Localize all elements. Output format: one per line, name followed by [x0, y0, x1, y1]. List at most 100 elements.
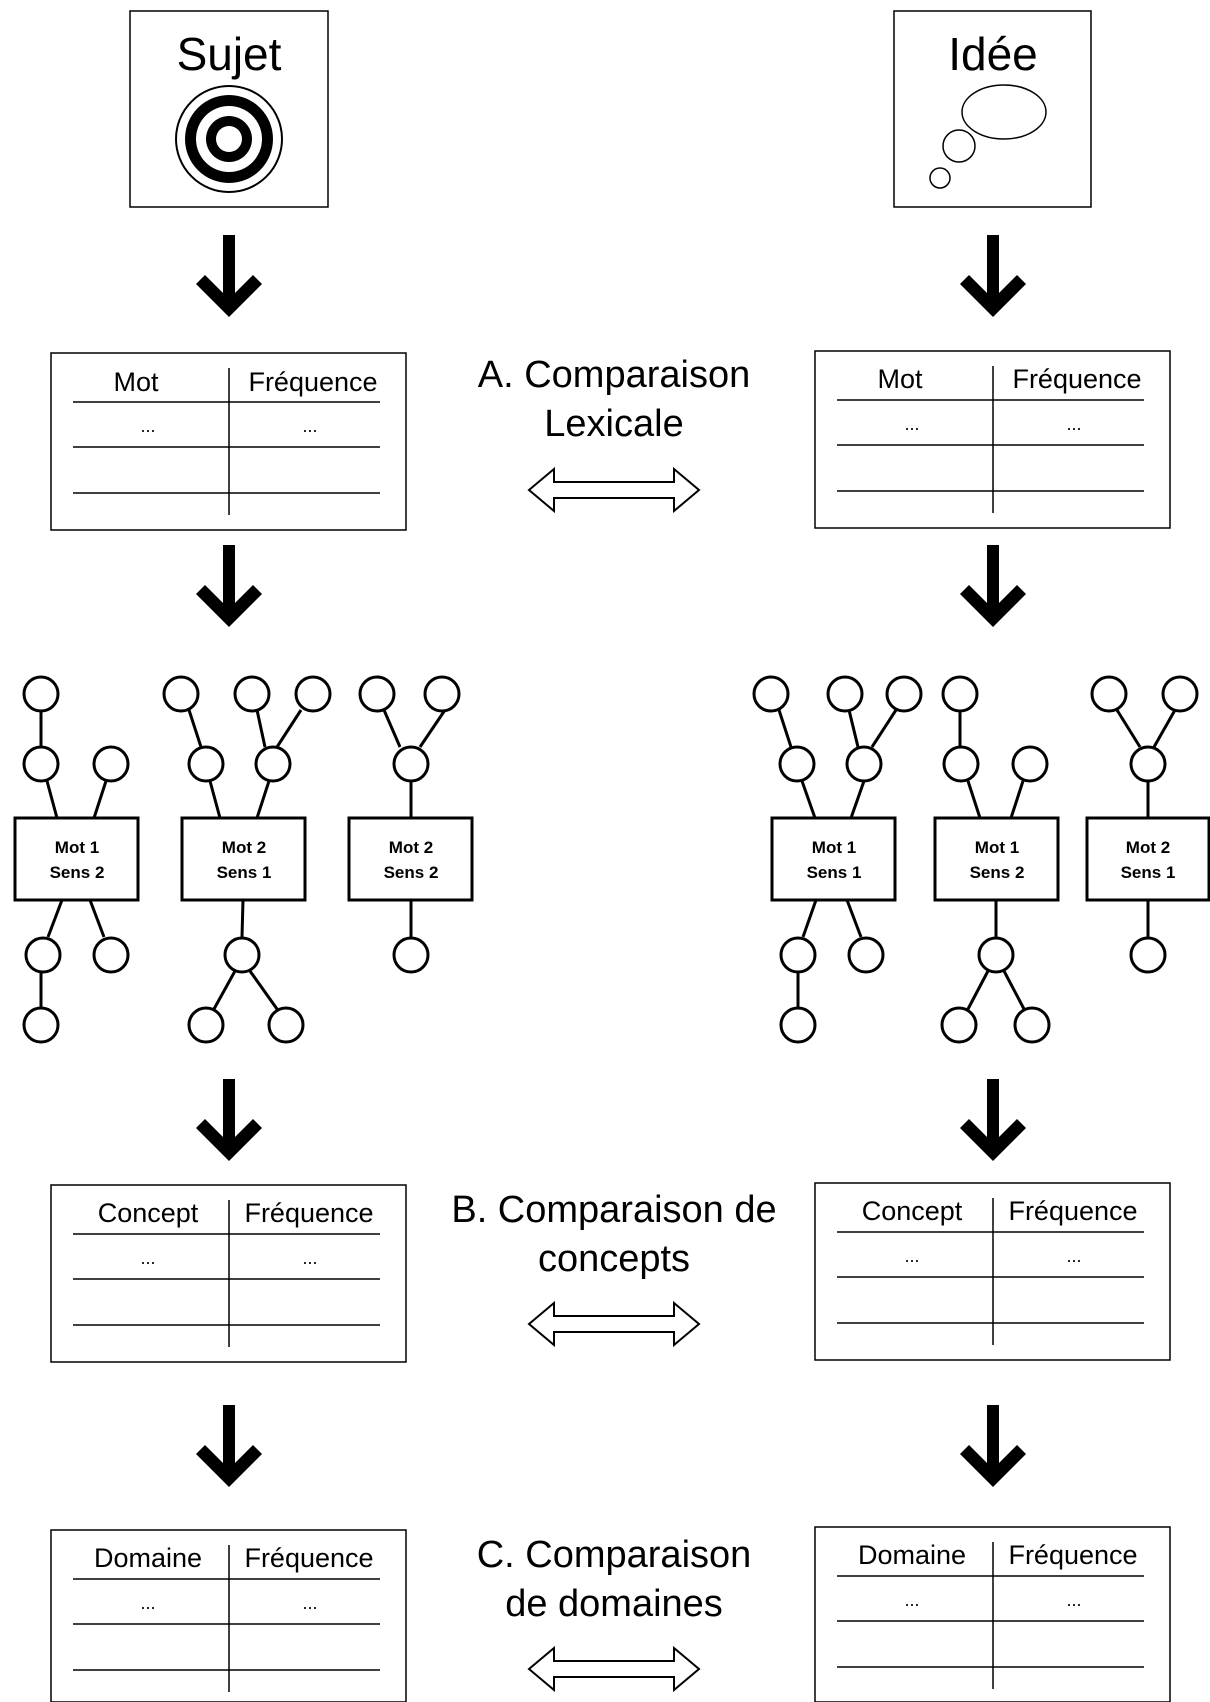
sense-node-sense: Sens 1 — [1121, 863, 1176, 882]
table-header-word: Mot — [877, 364, 923, 394]
sense-node: Mot 2 Sens 1 — [1085, 816, 1210, 902]
concept-node — [847, 936, 885, 974]
sense-node: Mot 2 Sens 1 — [180, 816, 307, 902]
concept-node — [779, 936, 817, 974]
down-arrow-icon — [196, 545, 262, 627]
concept-node — [22, 745, 60, 783]
table-header-frequency: Fréquence — [1012, 364, 1141, 394]
concept-node — [392, 936, 430, 974]
domain-table-right: Domaine Fréquence ... ... — [814, 1526, 1171, 1702]
down-arrow-icon — [196, 235, 262, 317]
double-arrow-icon — [528, 1647, 700, 1691]
comparison-domains: C. Comparaison de domaines — [477, 1534, 752, 1691]
table-header-frequency: Fréquence — [1008, 1540, 1137, 1570]
sense-node-sense: Sens 1 — [217, 863, 272, 882]
sense-node-sense: Sens 2 — [50, 863, 105, 882]
concept-table-right: Concept Fréquence ... ... — [814, 1182, 1171, 1361]
sense-node-word: Mot 2 — [389, 838, 433, 857]
concept-node — [223, 936, 261, 974]
concept-node — [233, 675, 271, 713]
table-cell: ... — [1066, 1590, 1081, 1610]
concept-node — [187, 1006, 225, 1044]
sense-node-sense: Sens 1 — [807, 863, 862, 882]
table-header-frequency: Fréquence — [1008, 1196, 1137, 1226]
sense-node-word: Mot 1 — [55, 838, 99, 857]
word-table-left: Mot Fréquence ... ... — [50, 352, 407, 531]
comparison-lexical-line2: Lexicale — [544, 403, 683, 445]
concept-node — [92, 936, 130, 974]
idea-label: Idée — [948, 28, 1038, 80]
concept-table-left: Concept Fréquence ... ... — [50, 1184, 407, 1363]
word-table-right: Mot Fréquence ... ... — [814, 350, 1171, 529]
semantic-graph-left: Mot 1 Sens 2 Mot 2 Sens 1 Mot 2 Sens 2 — [13, 675, 474, 1044]
target-icon — [175, 85, 283, 193]
concept-node — [1129, 745, 1167, 783]
sense-node-sense: Sens 2 — [384, 863, 439, 882]
down-arrow-icon — [960, 235, 1026, 317]
double-arrow-icon — [528, 1302, 700, 1346]
table-cell: ... — [1066, 414, 1081, 434]
table-header-frequency: Fréquence — [244, 1543, 373, 1573]
sense-node-word: Mot 1 — [812, 838, 856, 857]
thought-bubble-icon — [929, 84, 1047, 189]
down-arrow-icon — [196, 1405, 262, 1487]
concept-node — [267, 1006, 305, 1044]
comparison-concepts-line2: concepts — [538, 1238, 690, 1280]
idea-box: Idée — [893, 10, 1092, 208]
sense-node-word: Mot 2 — [222, 838, 266, 857]
table-header-domain: Domaine — [858, 1540, 966, 1570]
down-arrow-icon — [196, 1079, 262, 1161]
table-header-concept: Concept — [862, 1196, 963, 1226]
concept-node — [845, 745, 883, 783]
sense-node: Mot 2 Sens 2 — [347, 816, 474, 902]
comparison-domains-line1: C. Comparaison — [477, 1534, 752, 1576]
concept-node — [22, 1006, 60, 1044]
concept-node — [24, 936, 62, 974]
table-header-concept: Concept — [98, 1198, 199, 1228]
concept-node — [1090, 675, 1128, 713]
table-cell: ... — [1066, 1246, 1081, 1266]
table-cell: ... — [904, 1590, 919, 1610]
table-header-word: Mot — [113, 367, 159, 397]
comparison-concepts-line1: B. Comparaison de — [451, 1189, 776, 1231]
down-arrow-icon — [960, 1405, 1026, 1487]
comparison-lexical: A. Comparaison Lexicale — [478, 354, 750, 512]
concept-node — [1129, 936, 1167, 974]
concept-node — [423, 675, 461, 713]
subject-label: Sujet — [177, 28, 282, 80]
table-cell: ... — [904, 414, 919, 434]
table-header-frequency: Fréquence — [244, 1198, 373, 1228]
concept-node — [187, 745, 225, 783]
sense-node-word: Mot 1 — [975, 838, 1019, 857]
comparison-lexical-line1: A. Comparaison — [478, 354, 750, 396]
concept-node — [779, 1006, 817, 1044]
concept-node — [22, 675, 60, 713]
concept-node — [254, 745, 292, 783]
concept-node — [826, 675, 864, 713]
down-arrow-icon — [960, 1079, 1026, 1161]
sense-node: Mot 1 Sens 1 — [770, 816, 897, 902]
sense-node: Mot 1 Sens 2 — [13, 816, 140, 902]
semantic-graph-right: Mot 1 Sens 1 Mot 1 Sens 2 Mot 2 Sens 1 — [752, 675, 1210, 1044]
sense-node-sense: Sens 2 — [970, 863, 1025, 882]
concept-node — [942, 745, 980, 783]
comparison-concepts: B. Comparaison de concepts — [451, 1189, 777, 1346]
table-cell: ... — [302, 416, 317, 436]
concept-node — [92, 745, 130, 783]
concept-node — [941, 675, 979, 713]
concept-node — [940, 1006, 978, 1044]
concept-node — [1013, 1006, 1051, 1044]
table-cell: ... — [140, 416, 155, 436]
concept-node — [1011, 745, 1049, 783]
sense-node: Mot 1 Sens 2 — [933, 816, 1060, 902]
table-header-frequency: Fréquence — [248, 367, 377, 397]
concept-node — [392, 745, 430, 783]
table-header-domain: Domaine — [94, 1543, 202, 1573]
comparison-domains-line2: de domaines — [505, 1583, 723, 1625]
concept-node — [778, 745, 816, 783]
table-cell: ... — [302, 1248, 317, 1268]
down-arrow-icon — [960, 545, 1026, 627]
concept-node — [977, 936, 1015, 974]
table-cell: ... — [140, 1593, 155, 1613]
